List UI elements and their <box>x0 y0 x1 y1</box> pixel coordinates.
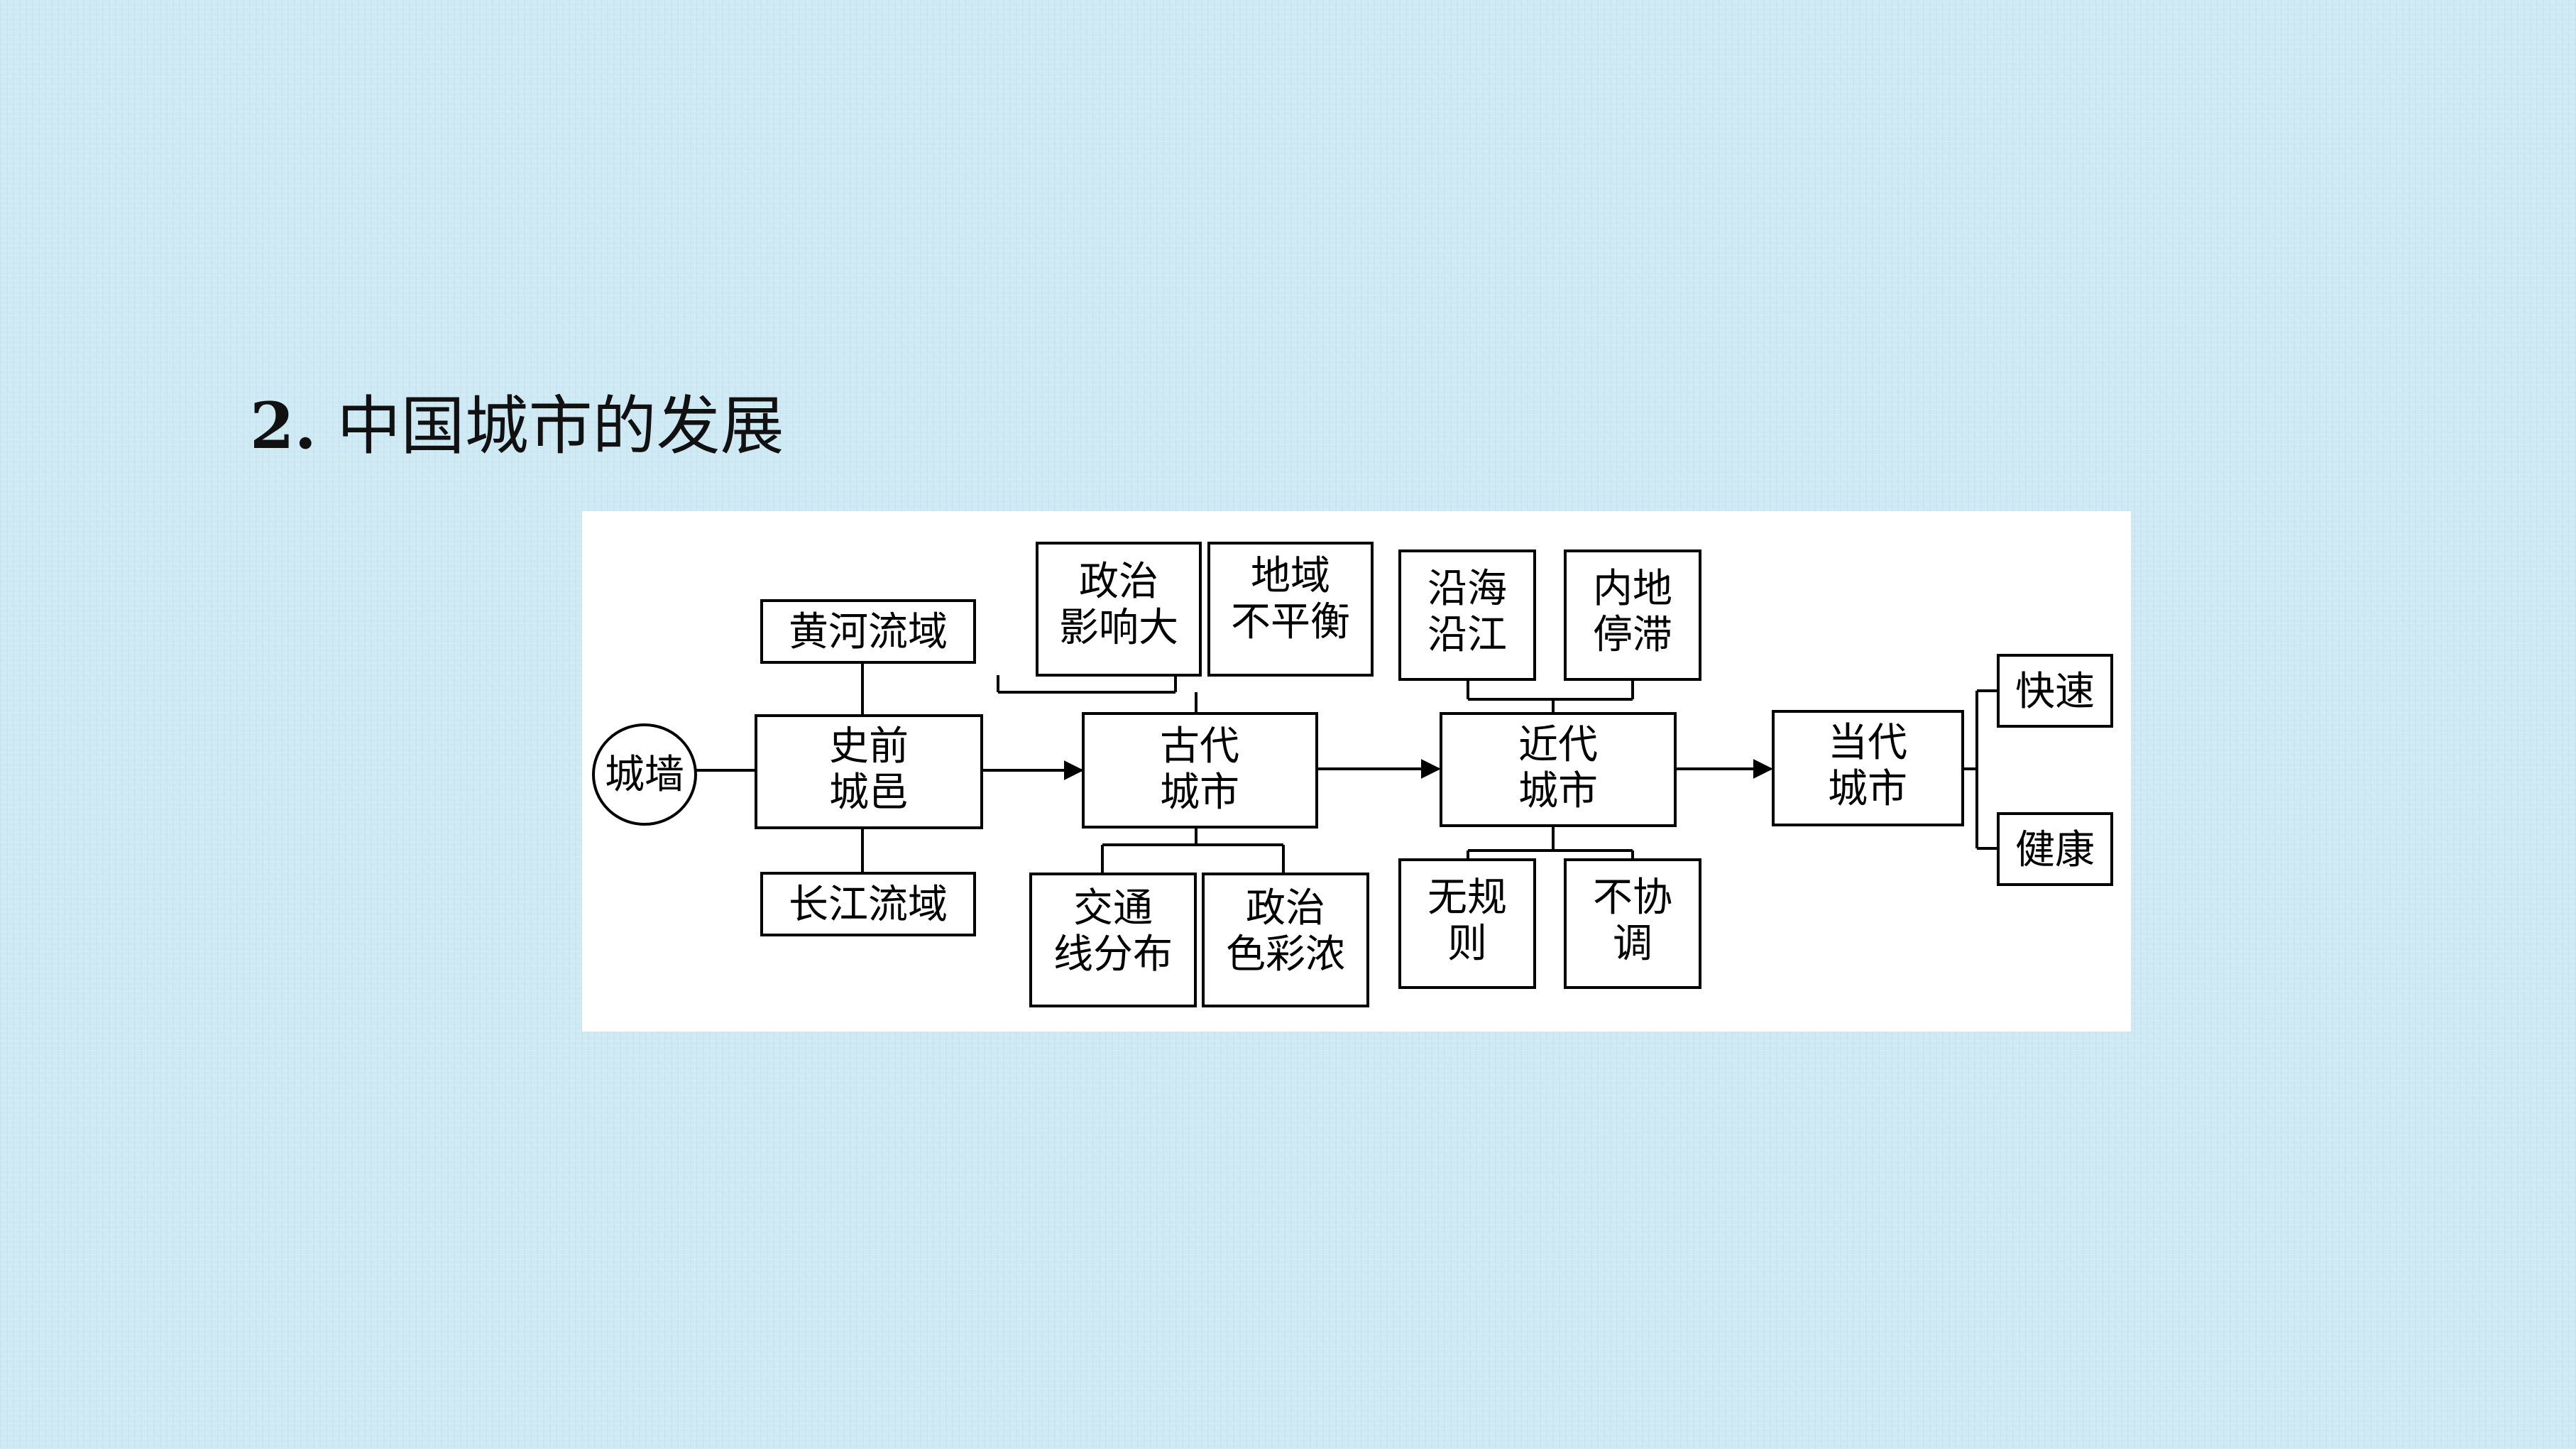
stage-box <box>755 714 983 829</box>
feature-box <box>1997 812 2113 886</box>
feature-yangtze-river: 长江流域 <box>760 872 976 936</box>
connectors <box>696 662 1998 874</box>
stage-contemporary: 当代 城市 <box>1772 710 1964 826</box>
origin-circle <box>592 723 697 826</box>
stage-ancient: 古代 城市 <box>1082 712 1318 829</box>
feature-transport-distribution: 交通 线分布 <box>1029 873 1197 1007</box>
feature-yellow-river: 黄河流域 <box>760 599 976 664</box>
feature-label-line2: 停滞 <box>1593 612 1672 658</box>
feature-label: 快速 <box>2015 669 2095 715</box>
feature-label-line2: 则 <box>1447 921 1487 967</box>
stage-label-line1: 当代 <box>1828 720 1907 766</box>
feature-coastal-riverside: 沿海 沿江 <box>1398 549 1536 681</box>
feature-label-line1: 交通 <box>1073 885 1153 931</box>
stage-label-line1: 史前 <box>829 723 909 770</box>
diagram-panel: 城墙 史前 城邑 古代 城市 近代 城市 当代 城市 黄河流域 长江流域 政治 … <box>582 511 2131 1032</box>
feature-label: 长江流域 <box>789 882 948 928</box>
feature-box <box>760 599 976 664</box>
feature-box <box>1564 549 1701 681</box>
stage-box <box>1772 710 1964 826</box>
feature-box <box>760 872 976 936</box>
stage-label-line2: 城市 <box>1828 766 1907 812</box>
feature-box <box>1207 542 1374 677</box>
stage-label-line1: 古代 <box>1160 723 1239 770</box>
feature-rapid: 快速 <box>1997 654 2113 728</box>
stage-box <box>1082 712 1318 829</box>
feature-label-line1: 地域 <box>1251 553 1330 599</box>
feature-label-line2: 色彩浓 <box>1226 931 1345 978</box>
feature-label: 健康 <box>2015 827 2095 873</box>
feature-political-influence: 政治 影响大 <box>1036 542 1202 677</box>
feature-label-line1: 不协 <box>1593 875 1672 921</box>
feature-label: 黄河流域 <box>789 609 948 655</box>
feature-box <box>1202 873 1369 1007</box>
feature-political-color: 政治 色彩浓 <box>1202 873 1369 1007</box>
feature-inland-stagnation: 内地 停滞 <box>1564 549 1701 681</box>
feature-uncoordinated: 不协 调 <box>1564 858 1701 989</box>
stage-prehistoric: 史前 城邑 <box>755 714 983 829</box>
origin-node: 城墙 <box>592 723 697 826</box>
feature-label-line2: 线分布 <box>1053 931 1173 978</box>
origin-label: 城墙 <box>605 752 684 798</box>
feature-regional-imbalance: 地域 不平衡 <box>1207 542 1374 677</box>
feature-label-line2: 不平衡 <box>1231 599 1350 645</box>
feature-label-line1: 政治 <box>1079 559 1158 605</box>
feature-label-line2: 调 <box>1613 921 1653 967</box>
stage-label-line2: 城市 <box>1518 768 1598 814</box>
feature-box <box>1398 858 1536 989</box>
feature-healthy: 健康 <box>1997 812 2113 886</box>
stage-box <box>1440 712 1677 827</box>
feature-box <box>1029 873 1197 1007</box>
feature-box <box>1036 542 1202 677</box>
feature-box <box>1564 858 1701 989</box>
feature-box <box>1997 654 2113 728</box>
slide-title: 2. 中国城市的发展 <box>250 383 784 469</box>
title-number: 2. <box>250 388 317 464</box>
feature-label-line2: 影响大 <box>1059 605 1178 651</box>
feature-irregular: 无规 则 <box>1398 858 1536 989</box>
stage-modern: 近代 城市 <box>1440 712 1677 827</box>
feature-box <box>1398 549 1536 681</box>
stage-label-line2: 城市 <box>1160 770 1239 816</box>
feature-label-line1: 无规 <box>1427 875 1507 921</box>
stage-label-line1: 近代 <box>1518 722 1598 768</box>
stage-label-line2: 城邑 <box>829 770 909 816</box>
feature-label-line1: 政治 <box>1246 885 1325 931</box>
title-text: 中国城市的发展 <box>336 389 784 464</box>
feature-label-line1: 沿海 <box>1427 566 1507 612</box>
feature-label-line1: 内地 <box>1593 566 1672 612</box>
feature-label-line2: 沿江 <box>1427 612 1507 658</box>
city-development-diagram: 城墙 史前 城邑 古代 城市 近代 城市 当代 城市 黄河流域 长江流域 政治 … <box>592 542 2113 1007</box>
